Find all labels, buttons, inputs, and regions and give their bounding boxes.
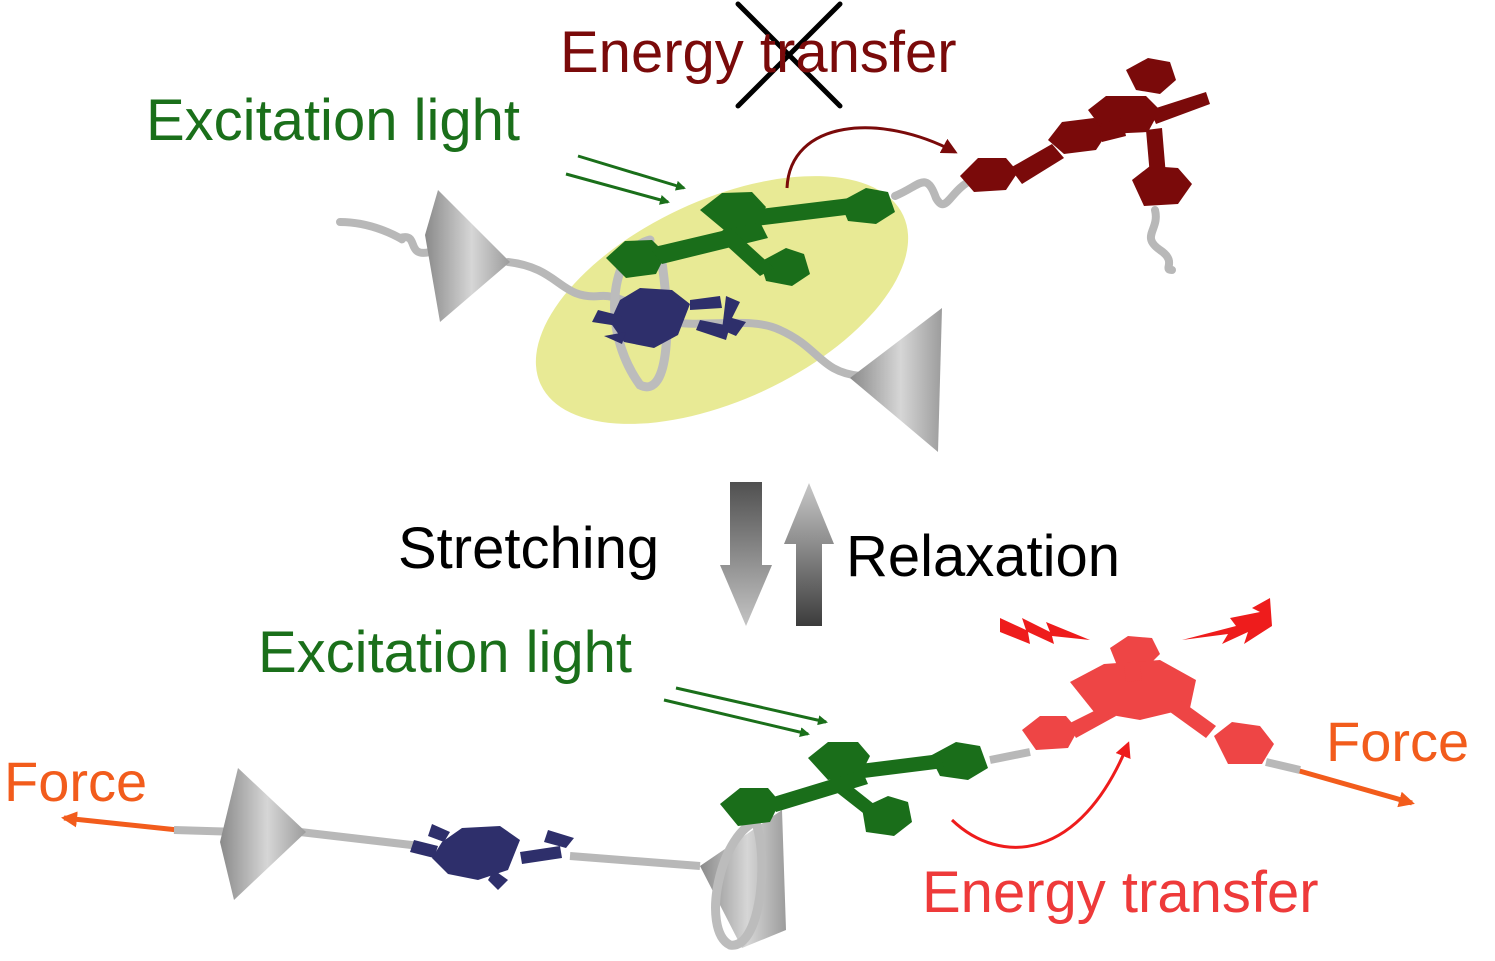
force-arrow-left (61, 811, 179, 833)
excitation-arrow-bottom-1 (675, 686, 828, 726)
excitation-arrow-top-2 (565, 172, 670, 205)
cone-top-right (850, 308, 942, 452)
top-relaxed-assembly (336, 1, 1210, 452)
tether-bottom-2 (299, 828, 421, 850)
force-right-label: Force (1326, 710, 1470, 773)
tether-right (891, 176, 976, 209)
energy-transfer-arrow-bottom (950, 741, 1131, 849)
cone-top-left (425, 190, 510, 322)
tether-left (336, 218, 434, 257)
acceptor-top-darkred (960, 58, 1210, 206)
bottom-stretched-assembly (61, 598, 1415, 950)
cone-bottom-left (220, 768, 306, 900)
energy-transfer-arrow-top (785, 126, 958, 189)
quencher-bottom (410, 824, 574, 890)
tether-bottom-3 (569, 852, 701, 870)
emission-bolt-icons (1000, 598, 1272, 644)
force-arrow-right (1295, 767, 1415, 808)
tether-end (1146, 206, 1176, 274)
top-excitation-light-label: Excitation light (146, 88, 520, 153)
donor-highlight-ellipse (535, 176, 909, 424)
excitation-arrow-top-1 (577, 154, 686, 191)
stretching-arrow (720, 482, 772, 626)
quencher-top (592, 288, 746, 348)
donor-top (606, 188, 895, 286)
blocked-cross-icon (735, 1, 843, 109)
top-energy-transfer-label: Energy transfer (560, 20, 957, 85)
tether-bottom-4 (989, 748, 1031, 764)
stretching-label: Stretching (398, 516, 660, 581)
acceptor-bottom-red (1022, 636, 1274, 764)
relaxation-arrow (784, 483, 834, 626)
bottom-excitation-light-label: Excitation light (258, 620, 632, 685)
bottom-energy-transfer-label: Energy transfer (922, 860, 1319, 925)
tether-bottom-5 (1265, 758, 1301, 774)
tether-ring-loop-bottom (711, 815, 767, 950)
force-left-label: Force (4, 750, 148, 813)
donor-bottom (720, 742, 988, 836)
relaxation-label: Relaxation (846, 524, 1121, 589)
excitation-arrow-bottom-2 (663, 698, 810, 738)
